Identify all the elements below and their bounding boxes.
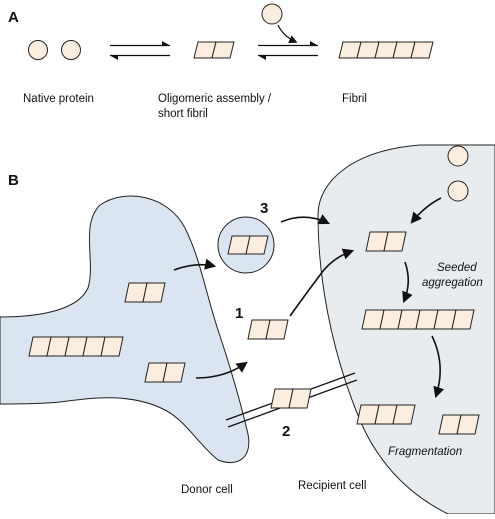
route-2-label: 2	[282, 423, 290, 440]
oligomer-label-line1: Oligomeric assembly /	[158, 93, 272, 105]
fragmentation-label: Fragmentation	[388, 446, 462, 458]
arrow-donor-to-free-fibril	[195, 361, 248, 379]
donor-cell-label: Donor cell	[181, 484, 233, 496]
native-protein-label: Native protein	[23, 93, 94, 105]
recipient-monomer-2	[447, 180, 469, 202]
panel-a-letter: A	[8, 9, 19, 26]
recipient-grown-fibril	[361, 309, 475, 330]
equilibrium-arrows-2	[258, 41, 318, 60]
fragment-double	[438, 414, 480, 435]
fibril	[338, 41, 434, 59]
recipient-monomer-1	[447, 145, 469, 167]
route-3-label: 3	[260, 200, 268, 217]
arrow-seeded-aggregation	[402, 261, 413, 304]
arrow-free-fibril-to-recipient	[289, 248, 355, 317]
incoming-monomer	[261, 3, 283, 25]
monomer-addition-arrow	[277, 24, 298, 43]
fragment-triple	[356, 404, 416, 425]
equilibrium-arrows-1	[110, 41, 170, 60]
donor-fibril	[28, 336, 124, 357]
donor-cell	[0, 195, 250, 463]
route-1-label: 1	[235, 305, 243, 322]
seeded-aggregation-line2: aggregation	[422, 277, 483, 289]
donor-short-fibril-lower	[144, 362, 186, 383]
arrow-monomer-to-seed	[410, 197, 442, 224]
recipient-cell-label: Recipient cell	[298, 480, 366, 492]
recipient-seed	[365, 231, 407, 252]
arrow-donor-to-vesicle	[173, 258, 217, 271]
free-short-fibril	[247, 319, 289, 340]
nanotube-fibril	[270, 388, 312, 409]
seeded-aggregation-line1: Seeded	[437, 262, 477, 274]
panel-b-letter: B	[8, 172, 19, 189]
vesicle-fibril	[227, 235, 269, 255]
native-protein-monomers	[28, 40, 81, 60]
oligomer-assembly	[193, 41, 235, 59]
donor-short-fibril-upper	[124, 282, 166, 303]
fibril-label: Fibril	[342, 93, 367, 105]
arrow-fragmentation	[431, 335, 445, 399]
arrow-vesicle-to-recipient	[280, 214, 331, 225]
oligomer-label-line2: short fibril	[158, 108, 208, 120]
